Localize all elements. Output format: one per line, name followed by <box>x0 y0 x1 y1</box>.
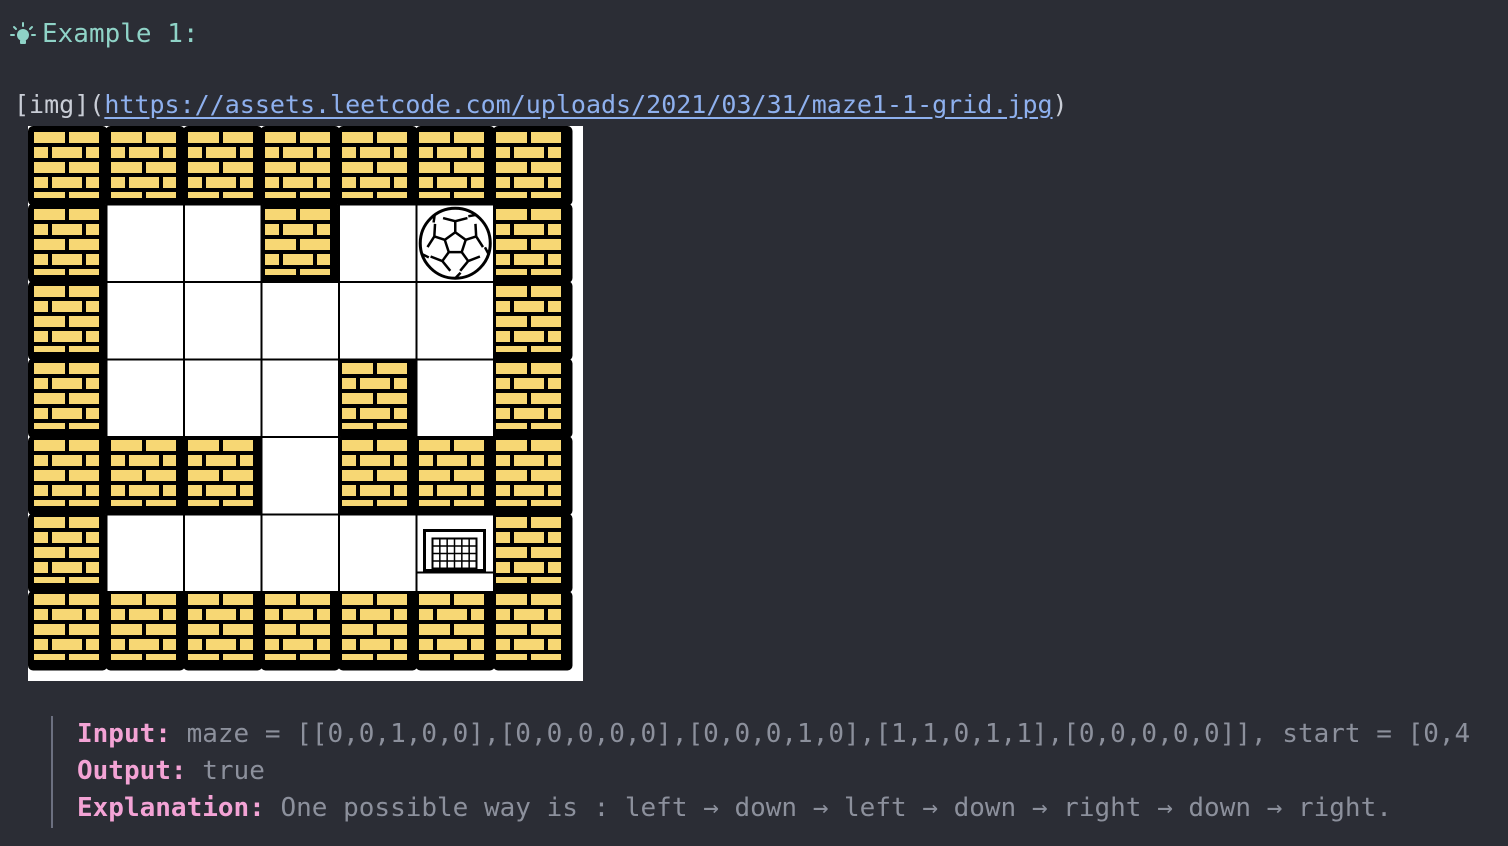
wall-cell <box>493 203 573 283</box>
wall-cell <box>415 436 495 516</box>
wall-cell <box>493 436 573 516</box>
wall-cell <box>28 513 108 593</box>
wall-cell <box>28 591 108 671</box>
floor-cell <box>183 281 263 361</box>
wall-cell <box>260 126 340 206</box>
floor-cell <box>105 281 185 361</box>
maze-grid <box>28 126 573 671</box>
wall-cell <box>260 591 340 671</box>
example-blockquote: Input: maze = [[0,0,1,0,0],[0,0,0,0,0],[… <box>51 716 1508 828</box>
floor-cell <box>338 513 418 593</box>
wall-cell <box>415 126 495 206</box>
floor-cell <box>260 513 340 593</box>
wall-cell <box>415 591 495 671</box>
input-value: maze = [[0,0,1,0,0],[0,0,0,0,0],[0,0,0,1… <box>186 719 1471 749</box>
floor-cell <box>415 281 495 361</box>
output-line: Output: true <box>77 753 1508 790</box>
wall-cell <box>105 126 185 206</box>
goal-net-icon <box>416 529 494 574</box>
example-title: Example 1: <box>42 19 199 49</box>
wall-cell <box>28 436 108 516</box>
wall-cell <box>28 281 108 361</box>
wall-cell <box>183 126 263 206</box>
output-label: Output: <box>77 756 187 786</box>
wall-cell <box>493 126 573 206</box>
wall-cell <box>183 591 263 671</box>
input-label: Input: <box>77 719 171 749</box>
wall-cell <box>105 591 185 671</box>
floor-cell <box>105 513 185 593</box>
image-url-link[interactable]: https://assets.leetcode.com/uploads/2021… <box>104 90 1053 119</box>
floor-cell <box>183 358 263 438</box>
maze-image <box>28 126 583 681</box>
wall-cell <box>493 591 573 671</box>
wall-cell <box>183 436 263 516</box>
wall-cell <box>338 358 418 438</box>
wall-cell <box>493 513 573 593</box>
explanation-value: One possible way is : left → down → left… <box>280 793 1392 823</box>
wall-cell <box>338 126 418 206</box>
example-heading: Example 1: <box>10 14 199 54</box>
output-value: true <box>202 756 265 786</box>
wall-cell <box>338 436 418 516</box>
wall-cell <box>493 281 573 361</box>
image-markdown-line: [img](https://assets.leetcode.com/upload… <box>14 90 1068 119</box>
image-ref-suffix: ) <box>1052 90 1068 119</box>
floor-cell <box>260 436 340 516</box>
explanation-line: Explanation: One possible way is : left … <box>77 790 1508 827</box>
wall-cell <box>28 126 108 206</box>
wall-cell <box>338 591 418 671</box>
image-ref-prefix: [img]( <box>14 90 105 119</box>
floor-cell <box>260 281 340 361</box>
wall-cell <box>105 436 185 516</box>
wall-cell <box>260 203 340 283</box>
floor-cell <box>415 358 495 438</box>
floor-cell <box>183 513 263 593</box>
floor-cell <box>338 281 418 361</box>
wall-cell <box>28 358 108 438</box>
wall-cell <box>28 203 108 283</box>
floor-cell <box>338 203 418 283</box>
floor-cell <box>105 203 185 283</box>
floor-cell <box>105 358 185 438</box>
floor-cell <box>183 203 263 283</box>
lightbulb-icon <box>10 22 36 44</box>
floor-cell <box>260 358 340 438</box>
soccer-ball-icon <box>418 206 492 280</box>
wall-cell <box>493 358 573 438</box>
explanation-label: Explanation: <box>77 793 265 823</box>
input-line: Input: maze = [[0,0,1,0,0],[0,0,0,0,0],[… <box>77 716 1508 753</box>
